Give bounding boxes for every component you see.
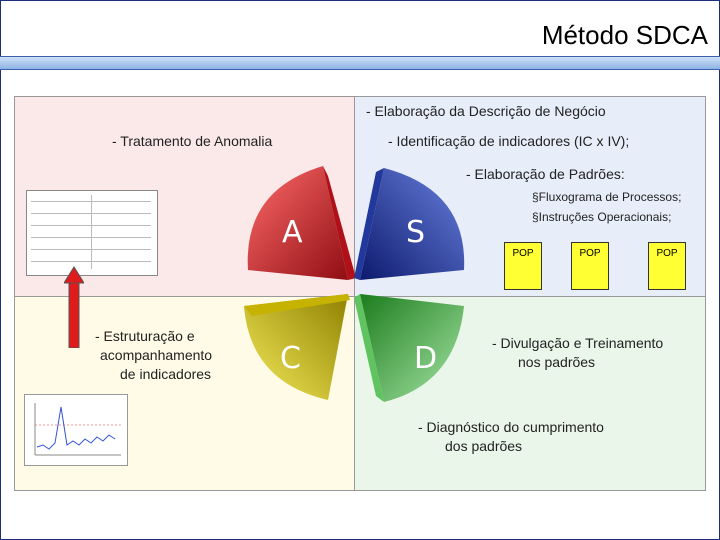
text-anomaly-treatment: - Tratamento de Anomalia bbox=[112, 133, 272, 149]
bullet-process-flowchart: §Fluxograma de Processos; bbox=[532, 190, 681, 204]
pop-label: POP bbox=[579, 248, 600, 259]
slide-title: Método SDCA bbox=[542, 20, 708, 51]
form-divider bbox=[91, 195, 92, 269]
indicator-chart-thumbnail bbox=[24, 394, 128, 466]
letter-d: D bbox=[414, 341, 437, 376]
sdca-cycle-diagram: A S C D bbox=[228, 160, 478, 410]
bullet-operational-instructions: §Instruções Operacionais; bbox=[532, 210, 671, 224]
petal-do bbox=[354, 294, 464, 402]
text-business-description: - Elaboração da Descrição de Negócio bbox=[366, 103, 606, 119]
text-indicators-structuring-1: - Estruturação e bbox=[95, 328, 195, 344]
up-arrow-icon bbox=[64, 266, 84, 348]
pop-label: POP bbox=[656, 248, 677, 259]
text-dissemination-training: - Divulgação e Treinamento bbox=[492, 335, 663, 351]
text-indicators-structuring-3: de indicadores bbox=[120, 366, 211, 382]
letter-c: C bbox=[280, 341, 301, 376]
pop-document-1: POP bbox=[504, 242, 542, 290]
pop-document-2: POP bbox=[571, 242, 609, 290]
text-indicators-structuring-2: acompanhamento bbox=[100, 347, 212, 363]
text-standards-elaboration: - Elaboração de Padrões: bbox=[466, 166, 625, 182]
pop-document-3: POP bbox=[648, 242, 686, 290]
title-bar bbox=[0, 56, 720, 70]
letter-a: A bbox=[282, 215, 303, 250]
anomaly-form-thumbnail bbox=[26, 190, 158, 276]
text-indicators-identification: - Identificação de indicadores (IC x IV)… bbox=[388, 133, 629, 149]
text-standards: nos padrões bbox=[518, 354, 595, 370]
text-compliance-diagnosis: - Diagnóstico do cumprimento bbox=[418, 419, 604, 435]
letter-s: S bbox=[406, 215, 425, 250]
text-compliance-standards: dos padrões bbox=[445, 438, 522, 454]
pop-label: POP bbox=[512, 248, 533, 259]
